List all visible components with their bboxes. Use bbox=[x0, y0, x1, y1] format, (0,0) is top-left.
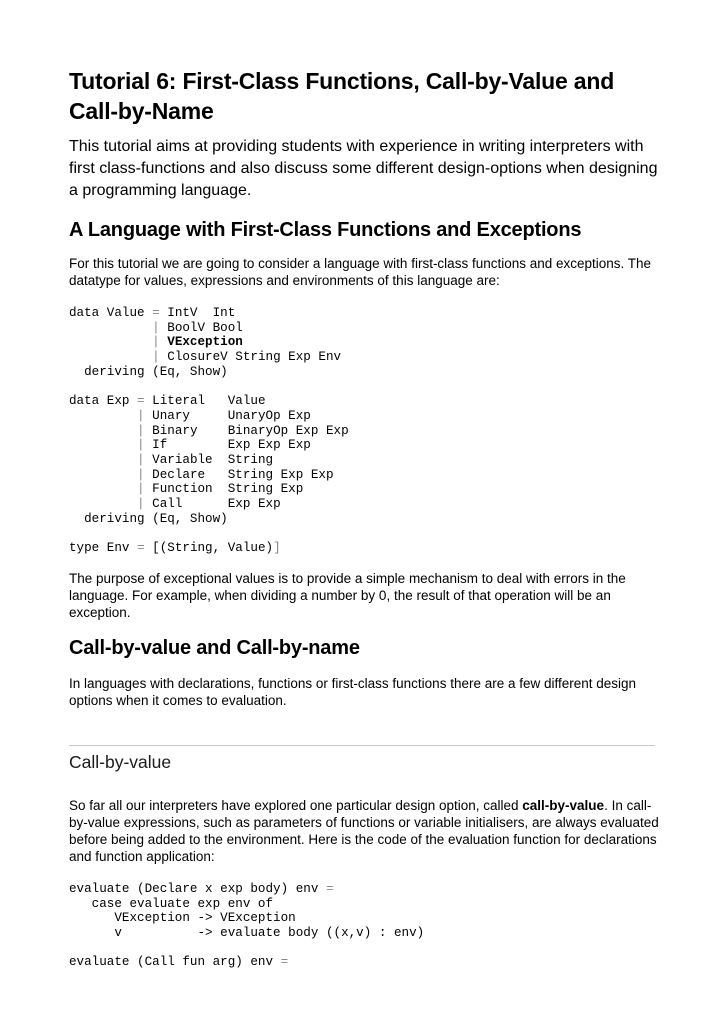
code-block-exp: data Exp = Literal Value | Unary UnaryOp… bbox=[69, 394, 349, 526]
code-block-env: type Env = [(String, Value)] bbox=[69, 541, 281, 556]
section-heading-language: A Language with First-Class Functions an… bbox=[69, 219, 582, 241]
page-title: Tutorial 6: First-Class Functions, Call-… bbox=[69, 68, 615, 124]
document-page: Tutorial 6: First-Class Functions, Call-… bbox=[69, 66, 659, 970]
section-heading-call-by: Call-by-value and Call-by-name bbox=[69, 636, 360, 659]
intro-paragraph: This tutorial aims at providing students… bbox=[69, 138, 658, 199]
subsection-heading-call-by-value: Call-by-value bbox=[69, 751, 172, 772]
exceptions-paragraph: The purpose of exceptional values is to … bbox=[69, 570, 626, 620]
call-by-value-paragraph: So far all our interpreters have explore… bbox=[69, 797, 659, 864]
call-by-intro: In languages with declarations, function… bbox=[69, 675, 637, 708]
code-block-declare: evaluate (Declare x exp body) env = case… bbox=[69, 881, 425, 941]
code-block-call: evaluate (Call fun arg) env = bbox=[69, 955, 289, 970]
code-block-value: data Value = IntV Int | BoolV Bool | VEx… bbox=[69, 306, 342, 379]
language-description: For this tutorial we are going to consid… bbox=[69, 256, 652, 288]
section-divider bbox=[69, 744, 655, 746]
call-by-value-term: call-by-value bbox=[522, 797, 605, 813]
